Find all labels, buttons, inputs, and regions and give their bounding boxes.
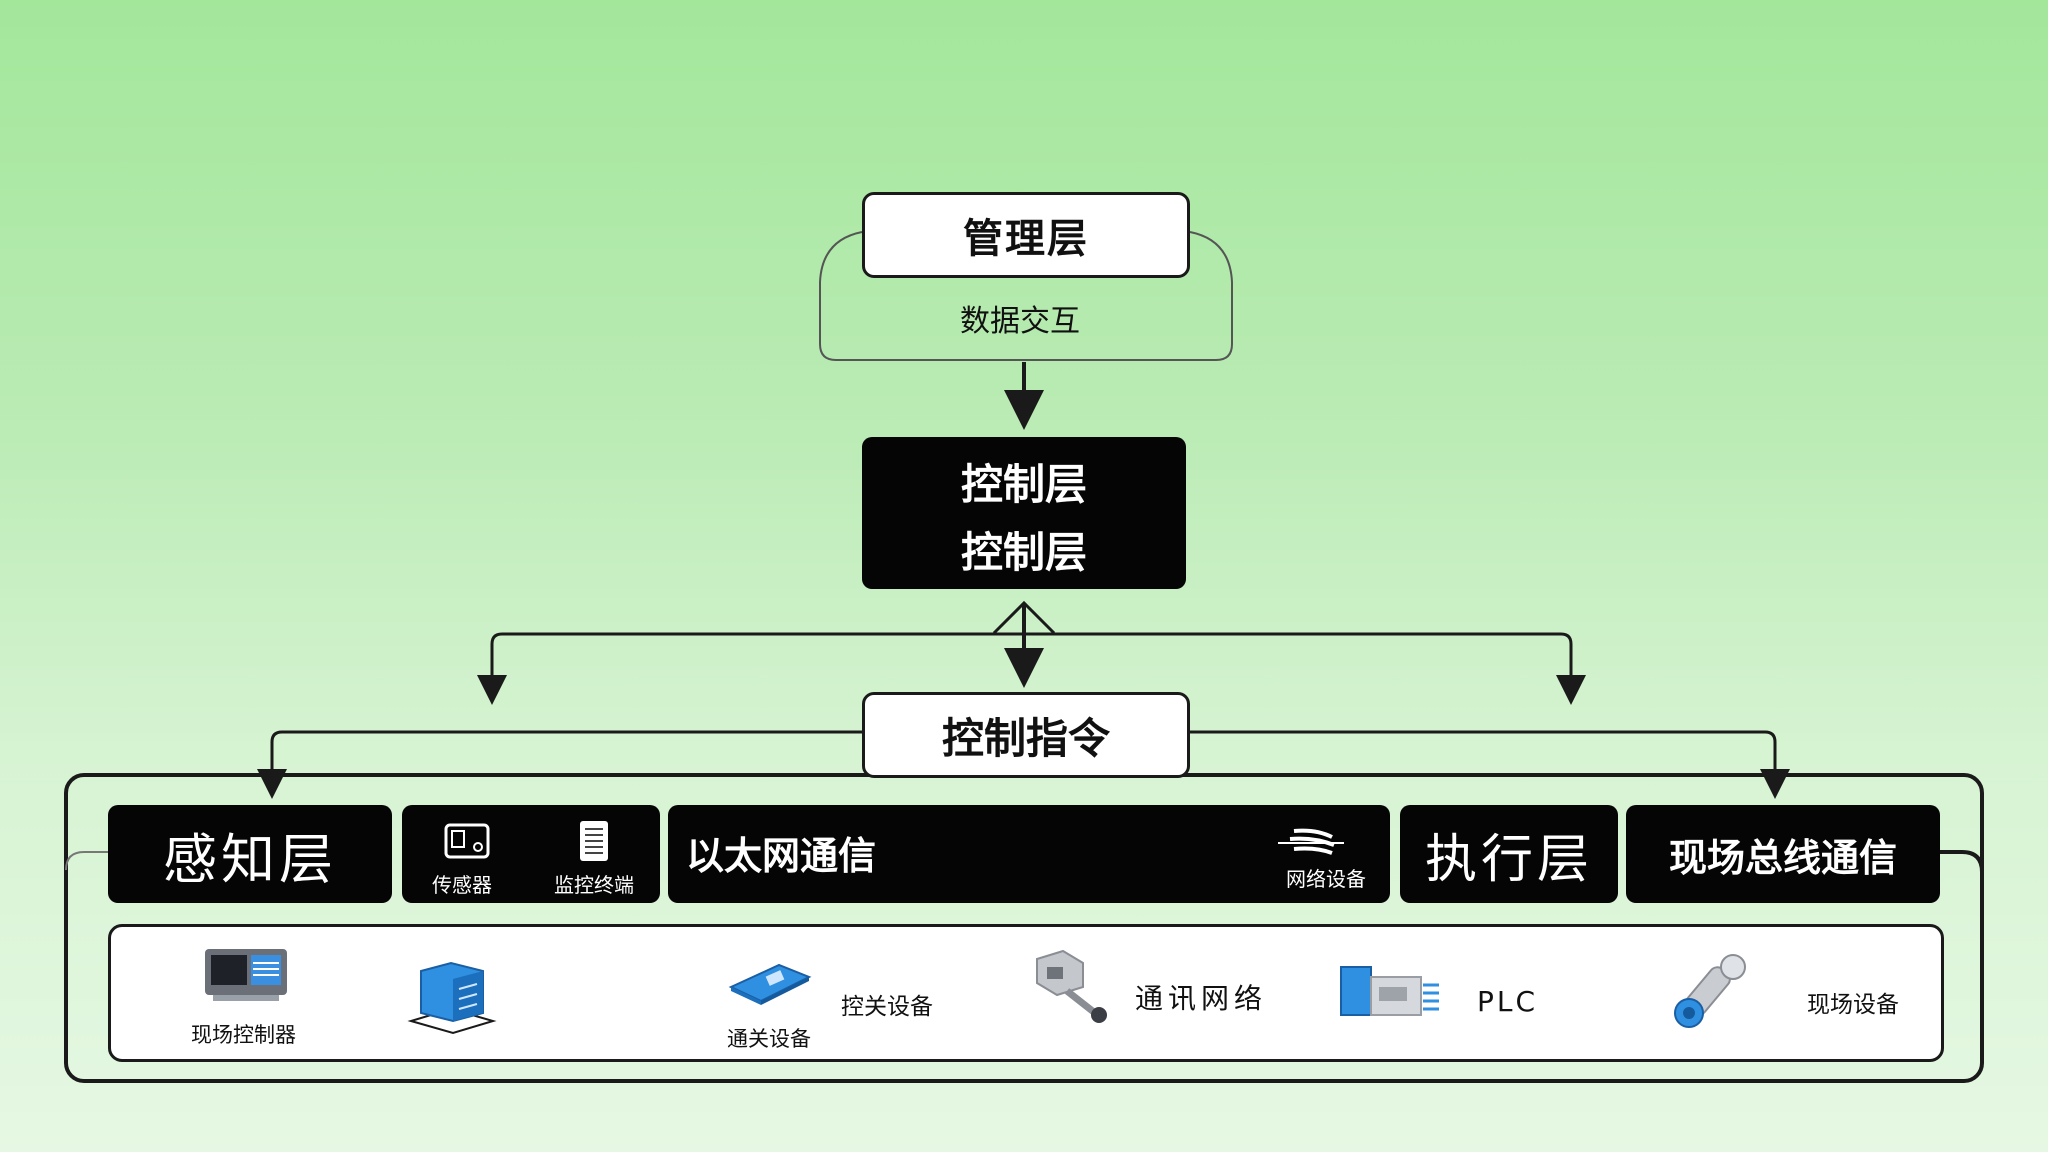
management-layer-title: 管理层 — [963, 216, 1089, 262]
fieldbus-comm-box: 现场总线通信 — [1626, 805, 1940, 903]
arrow-control-left — [477, 632, 1024, 705]
gateway-device-icon — [728, 963, 812, 1005]
arrow-control-right — [1024, 632, 1586, 705]
camera-device-icon — [1036, 949, 1107, 1023]
control-switch-label: 控关设备 — [841, 994, 933, 1020]
ethernet-comm-box: 以太网通信 网络设备 — [668, 805, 1390, 903]
sensor-icon — [444, 823, 490, 859]
control-command-label: 控制指令 — [941, 713, 1110, 763]
management-layer-box: 管理层 — [862, 192, 1190, 278]
ethernet-comm-label: 以太网通信 — [686, 834, 877, 878]
perception-layer-label: 感知层 — [163, 827, 337, 891]
comm-network-label: 通讯网络 — [1135, 982, 1268, 1015]
monitor-device-icon — [205, 949, 287, 1001]
control-layer-title-1: 控制层 — [960, 460, 1087, 509]
fieldbus-comm-label: 现场总线通信 — [1668, 835, 1897, 880]
device-strip: 现场控制器 通关设备 控关设备 通讯网络 PLC — [108, 924, 1944, 1062]
execution-layer-box: 执行层 — [1400, 805, 1618, 903]
server-rack-icon — [407, 961, 497, 1035]
control-layer-box: 控制层 控制层 — [862, 437, 1186, 589]
sensor-label: 传感器 — [432, 873, 492, 897]
plc-module-icon — [1340, 966, 1439, 1016]
control-command-box: 控制指令 — [862, 692, 1190, 778]
execution-layer-label: 执行层 — [1424, 829, 1593, 890]
terminal-icon — [580, 821, 608, 861]
sensor-terminal-box: 传感器 监控终端 — [402, 805, 660, 903]
perception-layer-box: 感知层 — [108, 805, 392, 903]
field-controller-label: 现场控制器 — [191, 1023, 296, 1047]
arrow-command-right — [1186, 730, 1790, 799]
plc-label: PLC — [1477, 985, 1539, 1018]
monitor-terminal-label: 监控终端 — [554, 873, 634, 897]
network-device-icon — [1278, 828, 1344, 855]
network-device-label: 网络设备 — [1286, 867, 1366, 891]
field-device-label: 现场设备 — [1807, 992, 1899, 1018]
arrow-command-left — [257, 730, 862, 799]
management-bubble-outline — [819, 231, 1233, 361]
control-layer-title-2: 控制层 — [960, 528, 1087, 577]
gateway-device-label: 通关设备 — [727, 1027, 811, 1051]
valve-device-icon — [1674, 954, 1746, 1028]
data-exchange-label: 数据交互 — [960, 304, 1080, 339]
